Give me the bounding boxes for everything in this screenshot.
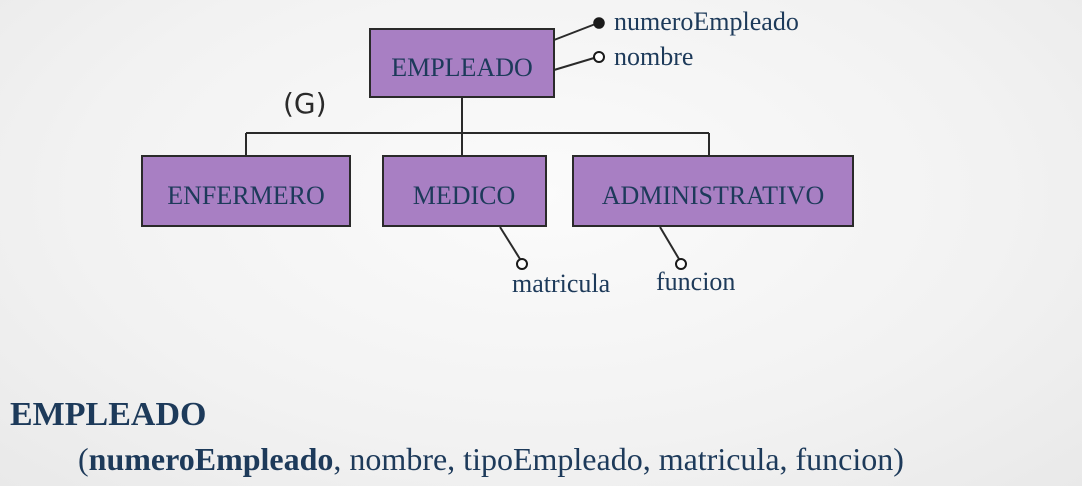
- generalization-connector: [245, 97, 710, 156]
- entity-administrativo: ADMINISTRATIVO: [572, 155, 854, 227]
- entity-administrativo-label: ADMINISTRATIVO: [602, 181, 824, 210]
- entity-medico-label: MEDICO: [413, 181, 516, 210]
- entity-enfermero-label: ENFERMERO: [167, 181, 324, 210]
- attribute-numero-empleado: numeroEmpleado: [553, 7, 799, 41]
- attribute-dot-icon: [593, 51, 605, 63]
- attribute-matricula-label: matricula: [512, 269, 611, 298]
- attribute-dot-icon: [675, 258, 687, 270]
- attribute-nombre-label: nombre: [614, 42, 693, 71]
- attribute-funcion: funcion: [656, 226, 735, 296]
- relational-schema: EMPLEADO (numeroEmpleado, nombre, tipoEm…: [10, 393, 904, 481]
- attribute-nombre: nombre: [553, 42, 693, 71]
- generalization-label: (G): [283, 87, 327, 120]
- relation-name: EMPLEADO: [10, 396, 207, 433]
- entity-empleado-label: EMPLEADO: [391, 53, 533, 82]
- primary-key: numeroEmpleado: [88, 441, 334, 477]
- er-diagram: EMPLEADO numeroEmpleado nombre (G) ENFER…: [141, 7, 854, 298]
- entity-medico: MEDICO: [382, 155, 547, 227]
- attribute-matricula: matricula: [499, 226, 611, 298]
- identifier-dot-icon: [593, 17, 605, 29]
- attribute-numero-empleado-label: numeroEmpleado: [614, 7, 799, 36]
- attribute-funcion-label: funcion: [656, 267, 735, 296]
- attribute-dot-icon: [516, 258, 528, 270]
- entity-enfermero: ENFERMERO: [141, 155, 351, 227]
- entity-empleado: EMPLEADO: [369, 28, 555, 98]
- other-attributes: , nombre, tipoEmpleado, matricula, funci…: [333, 441, 904, 477]
- open-paren: (: [78, 441, 89, 477]
- relation-attributes: (numeroEmpleado, nombre, tipoEmpleado, m…: [10, 437, 904, 481]
